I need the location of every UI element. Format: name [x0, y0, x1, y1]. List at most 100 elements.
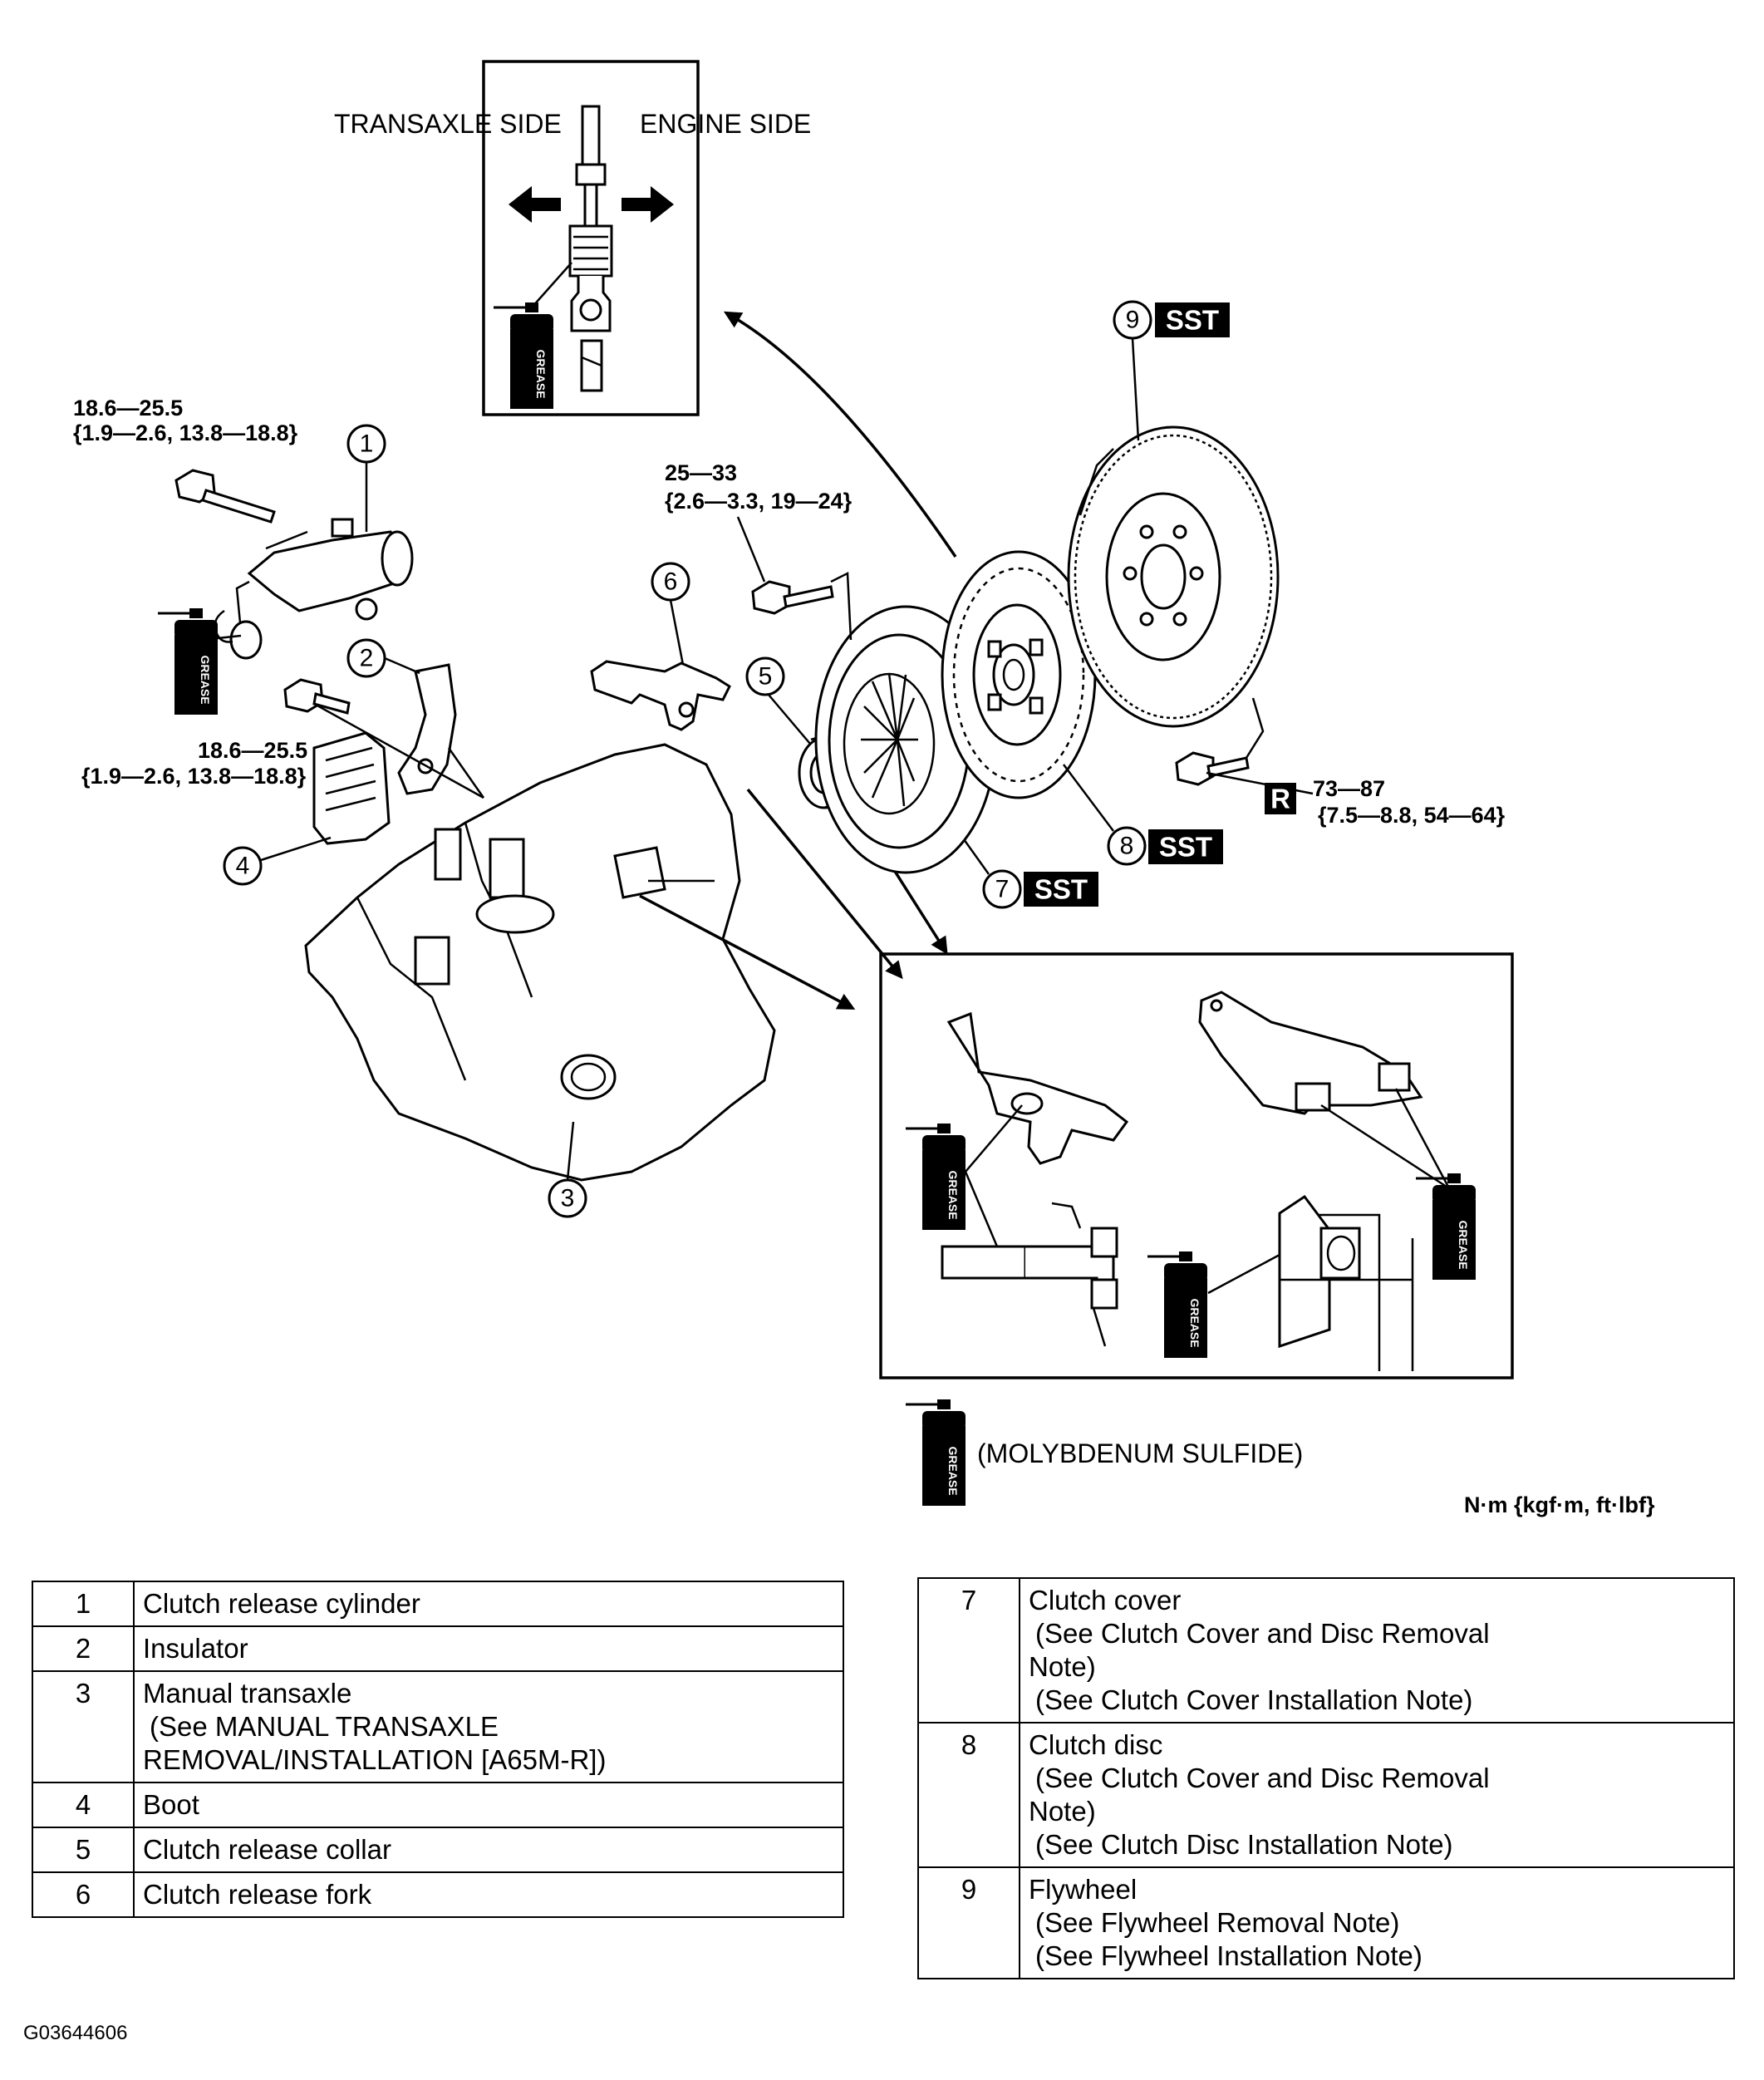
legend-number: 3: [32, 1670, 135, 1783]
grease-can-icon: GREASE: [1414, 1172, 1477, 1281]
svg-text:2: 2: [360, 645, 374, 672]
clutch-disc-part: [941, 550, 1097, 799]
legend-row: 1 Clutch release cylinder: [32, 1581, 844, 1627]
sst-badge-9: [1155, 302, 1230, 337]
torque-1-nm: 18.6—25.5: [73, 396, 183, 420]
legend-note: (See Clutch Cover and Disc Removal: [1035, 1618, 1490, 1649]
curved-arrow-icon: [723, 311, 957, 558]
legend-number: 1: [32, 1581, 135, 1627]
torque-3-kgf: {2.6—3.3, 19—24}: [665, 489, 853, 514]
sst-badge-8: [1148, 829, 1223, 864]
units-label: N·m {kgf·m, ft·lbf}: [1464, 1492, 1655, 1517]
torque-3-nm: 25—33: [665, 460, 737, 485]
release-fork-part: [590, 660, 731, 731]
svg-text:3: 3: [561, 1185, 575, 1212]
bolt-part: [1175, 751, 1250, 786]
grease-can-icon: GREASE: [492, 301, 555, 411]
svg-text:GREASE: GREASE: [946, 1170, 960, 1219]
legend-number: 2: [32, 1625, 135, 1672]
legend-number: 7: [917, 1577, 1020, 1723]
left-arrow-icon: [509, 186, 561, 223]
inset-release-fork-direction: TRANSAXLE SIDE ENGINE SIDE GREASE: [334, 60, 811, 416]
legend-note: (See Clutch Cover and Disc Removal: [1035, 1763, 1490, 1793]
svg-text:GREASE: GREASE: [199, 655, 212, 704]
bolt-part: [283, 678, 351, 715]
flywheel-part: [1067, 425, 1280, 728]
boot-part: [312, 731, 391, 845]
torque-4-nm: 73—87: [1313, 776, 1385, 801]
legend-part-name: Insulator: [143, 1633, 248, 1664]
legend-note: (See Clutch Disc Installation Note): [1035, 1829, 1453, 1860]
legend-note: (See MANUAL TRANSAXLE: [150, 1711, 499, 1742]
bolt-part: [174, 469, 276, 524]
transaxle-side-label: TRANSAXLE SIDE: [334, 109, 562, 139]
legend-part-name: Clutch release fork: [143, 1879, 372, 1910]
torque-2-nm: 18.6—25.5: [198, 738, 307, 763]
legend-number: 5: [32, 1827, 135, 1873]
svg-text:SST: SST: [1034, 874, 1088, 905]
torque-1-kgf: {1.9—2.6, 13.8—18.8}: [73, 420, 298, 445]
svg-text:5: 5: [759, 663, 773, 691]
legend-row: 2 Insulator: [32, 1625, 844, 1672]
legend-description: Clutch disc(See Clutch Cover and Disc Re…: [1019, 1722, 1735, 1868]
release-cylinder-part: [214, 518, 414, 660]
torque-4-kgf: {7.5—8.8, 54—64}: [1318, 803, 1506, 828]
legend-number: 9: [917, 1866, 1020, 1979]
legend-note: Note): [1029, 1796, 1096, 1827]
molybdenum-sulfide-label: (MOLYBDENUM SULFIDE): [977, 1438, 1303, 1468]
callout-8: [1107, 826, 1147, 866]
legend-part-name: Clutch cover: [1029, 1585, 1182, 1615]
legend-number: 6: [32, 1871, 135, 1918]
legend-part-name: Clutch release cylinder: [143, 1588, 420, 1619]
legend-note: (See Flywheel Removal Note): [1035, 1907, 1400, 1938]
legend-row: 6 Clutch release fork: [32, 1871, 844, 1918]
legend-description: Clutch cover(See Clutch Cover and Disc R…: [1019, 1577, 1735, 1723]
svg-text:4: 4: [236, 853, 250, 880]
svg-text:7: 7: [995, 876, 1010, 903]
legend-note: (See Clutch Cover Installation Note): [1035, 1684, 1473, 1715]
legend-part-name: Manual transaxle: [143, 1678, 352, 1709]
svg-text:9: 9: [1126, 307, 1140, 334]
sst-badge-7: [1024, 872, 1098, 907]
legend-description: Flywheel(See Flywheel Removal Note)(See …: [1019, 1866, 1735, 1979]
legend-note: REMOVAL/INSTALLATION [A65M-R]): [143, 1744, 607, 1775]
svg-text:GREASE: GREASE: [534, 349, 548, 398]
grease-can-icon: GREASE: [904, 1398, 967, 1507]
svg-text:6: 6: [664, 568, 678, 596]
torque-2-kgf: {1.9—2.6, 13.8—18.8}: [81, 764, 307, 789]
right-arrow-icon: [622, 186, 674, 223]
legend-description: Clutch release cylinder: [133, 1581, 844, 1627]
arrow-icon: [746, 788, 903, 980]
callout-7: [982, 869, 1022, 909]
svg-text:1: 1: [360, 430, 374, 458]
transaxle-housing-part: [304, 743, 776, 1182]
legend-part-name: Boot: [143, 1789, 199, 1820]
engine-side-label: ENGINE SIDE: [640, 109, 811, 139]
legend-description: Clutch release collar: [133, 1827, 844, 1873]
r-badge: [1265, 783, 1296, 814]
callout-5: [745, 656, 785, 696]
svg-text:SST: SST: [1159, 832, 1212, 863]
insulator-part: [397, 663, 457, 795]
legend-description: Clutch release fork: [133, 1871, 844, 1918]
legend-note: (See Flywheel Installation Note): [1035, 1940, 1423, 1971]
figure-id: G03644606: [23, 2022, 128, 2044]
svg-text:8: 8: [1120, 833, 1134, 860]
legend-description: Insulator: [133, 1625, 844, 1672]
inset-grease-points: GREASE GREASE GREASE: [879, 952, 1514, 1379]
legend-row: 5 Clutch release collar: [32, 1827, 844, 1873]
grease-can-icon: GREASE: [1146, 1250, 1209, 1360]
arrow-icon: [639, 894, 856, 1010]
grease-can-icon: GREASE: [904, 1122, 967, 1232]
legend-part-name: Flywheel: [1029, 1874, 1138, 1905]
svg-text:GREASE: GREASE: [1188, 1298, 1201, 1347]
legend-part-name: Clutch release collar: [143, 1834, 391, 1865]
